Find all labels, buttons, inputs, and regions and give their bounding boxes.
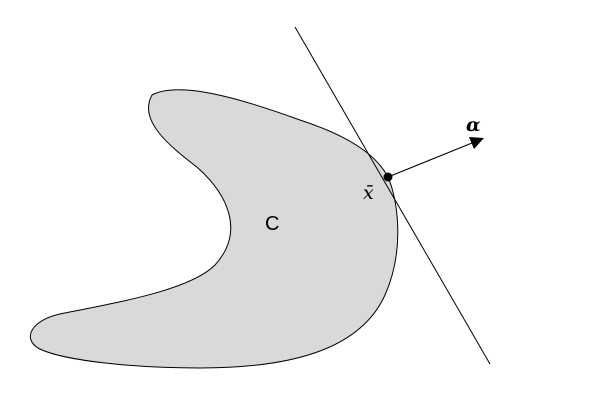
set-c-label: C [265, 213, 279, 235]
tangent-point-dot [383, 172, 393, 182]
set-c-region [29, 89, 399, 369]
normal-vector-arrow [387, 142, 473, 178]
point-x-bar-label: x̄ [363, 182, 374, 204]
arrowhead-icon [469, 137, 484, 149]
supporting-line [294, 26, 491, 365]
vector-alpha-label: α [466, 114, 481, 136]
